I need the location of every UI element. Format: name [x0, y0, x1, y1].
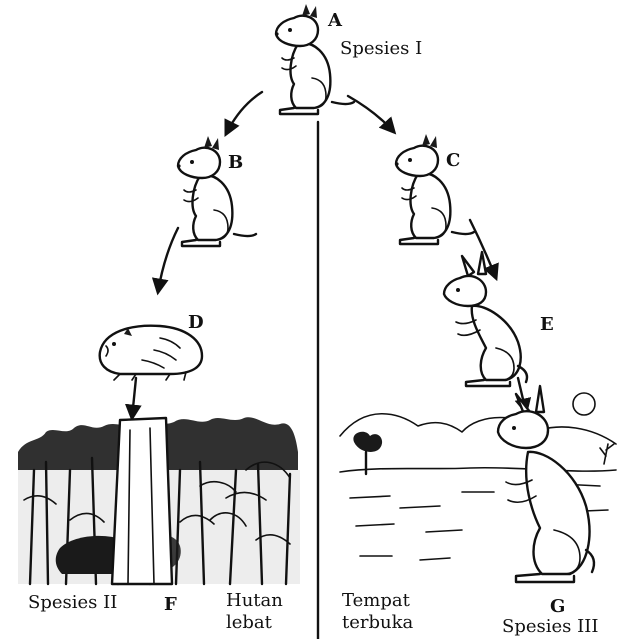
species-a-figure	[275, 4, 354, 114]
species-g-figure	[498, 386, 594, 582]
label-g: G	[550, 596, 565, 617]
caption-species-3: Spesies III	[502, 616, 598, 637]
arrow-a-to-b	[226, 92, 262, 134]
species-b-figure	[177, 136, 256, 246]
label-a: A	[327, 10, 343, 31]
habitat-label-open-line2: terbuka	[342, 612, 414, 633]
caption-species-1: Spesies I	[340, 38, 422, 59]
sun-icon	[573, 393, 595, 415]
species-e-figure	[444, 252, 527, 386]
species-c-figure	[395, 134, 474, 244]
habitat-label-forest-line1: Hutan	[226, 590, 283, 611]
arrow-d-to-f	[132, 378, 136, 418]
label-b: B	[228, 152, 243, 173]
caption-species-2: Spesies II	[28, 592, 117, 613]
label-f: F	[164, 594, 177, 615]
label-e: E	[540, 314, 554, 335]
habitat-label-forest-line2: lebat	[226, 612, 273, 633]
forest-habitat	[18, 417, 300, 584]
label-c: C	[446, 150, 460, 171]
arrow-b-to-d	[158, 228, 178, 292]
label-d: D	[188, 312, 204, 333]
species-d-figure	[100, 326, 202, 380]
habitat-label-open-line1: Tempat	[342, 590, 411, 611]
